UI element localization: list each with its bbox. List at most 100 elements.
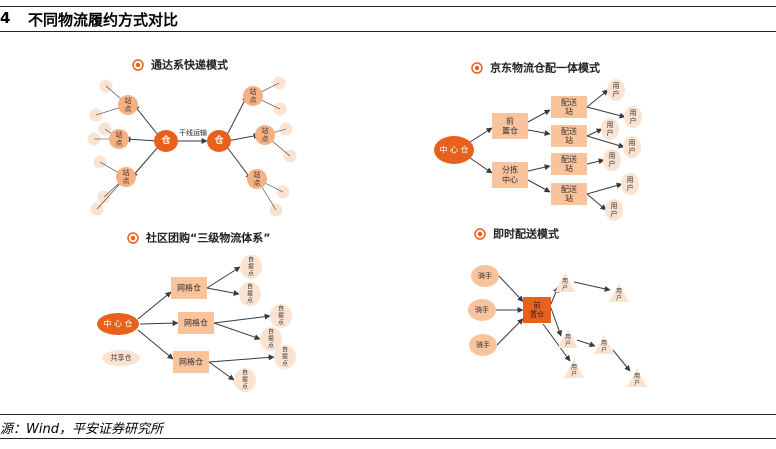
jd-user-label-line: 户 [609,159,616,168]
jd-center-label: 中 心 仓 [439,145,468,155]
tongda-station-label-line: 点 [254,179,261,187]
community-pickup-label-line: 自 [282,346,288,354]
figure-number: 4 [0,9,11,27]
instant-rider-node [469,334,497,356]
tongda-station-label-line: 站 [250,87,257,96]
community-pickup-label-line: 点 [242,383,248,391]
jd-user-label-line: 户 [613,89,620,98]
instant-arrow [573,281,611,292]
community-grid-box [171,277,207,299]
community-pickup-label-line: 自 [247,283,253,291]
footer-bottom-rule [0,438,776,439]
tongda-station-label-line: 站 [116,130,123,139]
instant-rider-node [471,265,499,287]
instant-arrow [542,323,571,362]
header-bottom-rule [0,31,776,32]
instant-arrow [498,275,524,302]
jd-user-label-line: 用 [609,152,616,160]
jd-user-label-line: 户 [629,146,636,155]
community-arrow [139,320,179,327]
tongda-arrow [133,104,164,142]
tongda-station-node [116,167,136,187]
tongda-arrow [131,140,164,178]
tongda-title-bullet-dot [135,62,141,68]
footer-top-rule [0,414,776,415]
jd-sort-box [492,162,528,188]
community-pickup-label-line: 自 [242,369,248,377]
jd-user-node [601,118,619,140]
community-pickup-node [270,304,292,328]
community-shared-label: 共享仓 [111,353,132,362]
jd-arrow [586,135,625,149]
instant-user-label-line: 用 [616,288,622,295]
tongda-station-label-line: 站 [125,96,132,105]
community-pickup-label-line: 自 [248,256,254,264]
jd-user-label-line: 户 [627,183,634,192]
jd-arrow [469,157,493,174]
community-pickup-label-line: 自 [278,305,284,313]
tongda-warehouse-node [207,130,231,152]
jd-user-label-line: 用 [611,202,618,210]
community-pickup-label-line: 点 [247,297,253,305]
jd-title: 京东物流仓配一体模式 [490,61,600,75]
tongda-station-label-line: 点 [125,105,132,113]
jd-user-node [624,106,642,128]
community-pickup-label-line: 点 [268,342,274,350]
community-pickup-node [240,255,262,279]
community-arrow [206,266,241,289]
tongda-station-label-line: 站 [262,126,269,135]
instant-user-label-line: 户 [562,284,568,292]
tongda-warehouse-label: 仓 [160,134,171,146]
tongda-arrow [124,136,164,145]
community-pickup-label-line: 提 [282,353,288,361]
instant-user-label-line: 用 [562,278,568,285]
community-arrow [206,287,240,296]
instant-rider-node [468,299,496,321]
community-pickup-node [234,368,256,392]
jd-user-label-line: 用 [630,109,637,117]
tongda-arrow [221,140,252,180]
tongda-station-label-line: 点 [116,139,123,147]
jd-delivery-label-line: 站 [565,163,573,173]
instant-user-node [558,329,578,348]
community-pickup-label-line: 提 [248,263,254,271]
tongda-station-node [247,169,267,189]
jd-arrow [586,128,603,137]
community-pickup-label-line: 点 [282,360,288,368]
instant-rider-label: 骑手 [478,271,492,280]
jd-delivery-box [551,125,587,147]
tongda-warehouse-node [154,130,178,152]
instant-arrow [496,318,524,346]
jd-title-bullet-icon [471,62,483,74]
tongda-station-label-line: 站 [254,170,261,179]
community-pickup-label-line: 自 [268,328,274,336]
community-pickup-label-line: 点 [278,319,284,327]
community-arrow [208,361,235,381]
jd-user-label-line: 户 [607,128,614,137]
instant-user-node [564,359,584,378]
community-center-label: 中 心 仓 [103,319,132,329]
community-grid-label: 网格仓 [177,283,201,293]
community-pickup-label-line: 提 [242,376,248,384]
jd-delivery-label-line: 配送 [561,126,577,136]
tongda-station-label-line: 站 [123,168,130,177]
community-arrow [137,329,174,360]
jd-user-node [605,199,623,221]
jd-delivery-label-line: 站 [565,193,573,203]
community-grid-box [173,351,209,373]
jd-arrow [527,129,551,136]
figure-header: 4 不同物流履约方式对比 [0,0,776,33]
header-top-rule [0,6,776,7]
jd-user-label-line: 用 [629,139,636,147]
jd-sort-label-line: 分拣 [502,165,518,175]
instant-user-label-line: 户 [616,294,622,302]
community-pickup-label-line: 提 [278,312,284,320]
jd-user-node [623,136,641,158]
tongda-station-label-line: 点 [250,96,257,104]
tongda-station-node [243,86,263,106]
jd-front-box [492,113,528,139]
community-arrow [208,354,275,363]
tongda-title: 通达系快递模式 [151,58,228,72]
jd-front-label-line: 前 [506,116,514,126]
instant-user-label-line: 户 [634,379,640,387]
